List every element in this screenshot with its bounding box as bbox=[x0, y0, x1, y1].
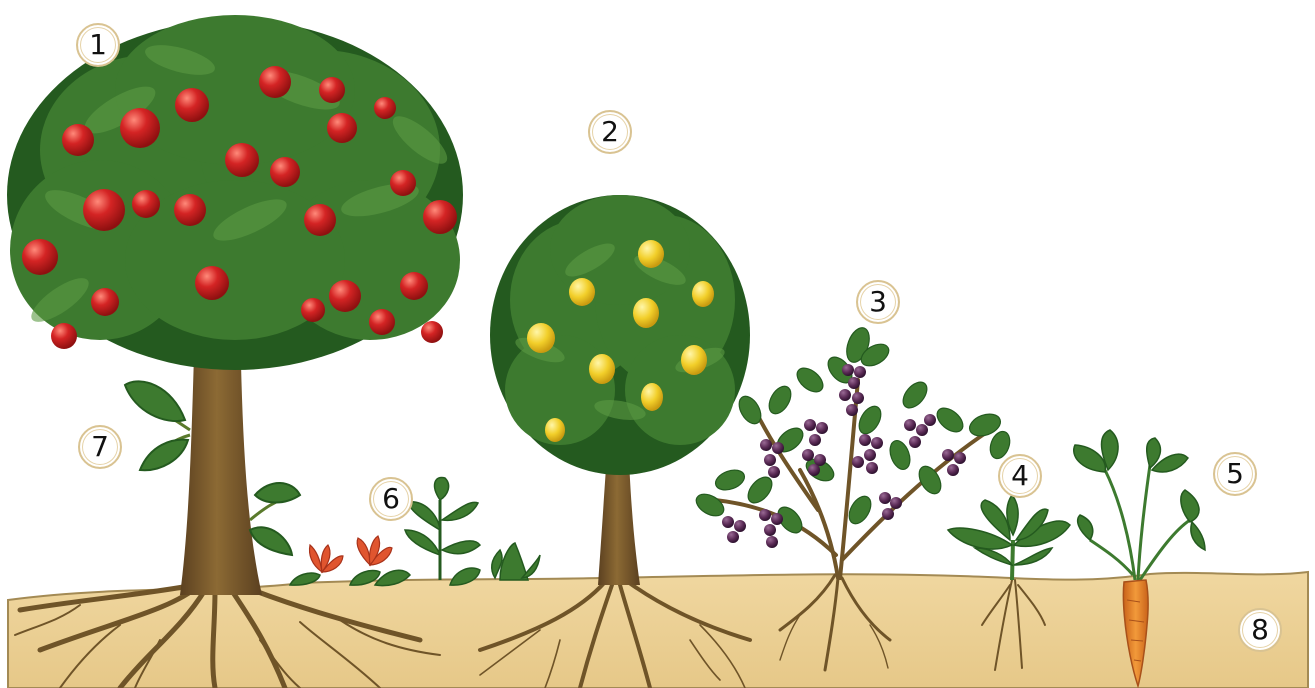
marker-8: 8 bbox=[1238, 608, 1282, 652]
marker-2: 2 bbox=[588, 110, 632, 154]
small-plants-icon bbox=[290, 477, 540, 585]
marker-1-label: 1 bbox=[89, 31, 107, 59]
marker-3-label: 3 bbox=[869, 288, 887, 316]
lemon-tree-icon bbox=[490, 195, 750, 585]
marker-5-label: 5 bbox=[1226, 460, 1244, 488]
marker-4-label: 4 bbox=[1011, 462, 1029, 490]
marker-7: 7 bbox=[78, 425, 122, 469]
marker-2-label: 2 bbox=[601, 118, 619, 146]
leafy-plant-icon bbox=[948, 495, 1070, 580]
marker-5: 5 bbox=[1213, 452, 1257, 496]
marker-6: 6 bbox=[369, 477, 413, 521]
marker-7-label: 7 bbox=[91, 433, 109, 461]
marker-1: 1 bbox=[76, 23, 120, 67]
marker-8-label: 8 bbox=[1251, 616, 1269, 644]
marker-3: 3 bbox=[856, 280, 900, 324]
marker-4: 4 bbox=[998, 454, 1042, 498]
marker-6-label: 6 bbox=[382, 485, 400, 513]
